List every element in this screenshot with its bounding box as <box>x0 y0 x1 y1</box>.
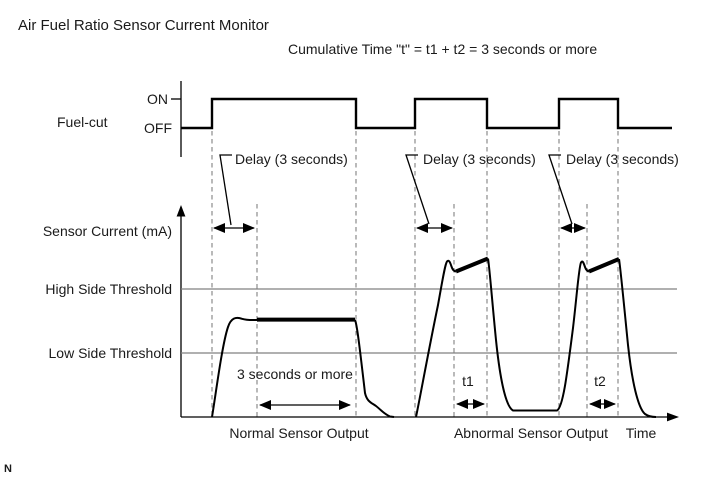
delay-leader-line <box>548 154 573 225</box>
t2-label: t2 <box>594 373 606 389</box>
fuel-cut-label: Fuel-cut <box>57 114 108 130</box>
x-axis-arrow-icon <box>667 412 679 422</box>
delay-annotation-2: Delay (3 seconds) <box>405 151 536 233</box>
y-axis-arrow-icon <box>176 205 186 217</box>
abnormal-output-caption: Abnormal Sensor Output <box>454 425 608 441</box>
cumulative-time-note: Cumulative Time "t" = t1 + t2 = 3 second… <box>288 41 597 57</box>
high-threshold-label: High Side Threshold <box>45 281 172 297</box>
x-axis-caption: Time <box>626 425 657 441</box>
fuel-cut-waveform <box>181 97 672 130</box>
abnormal-sensor-waveform <box>415 256 657 418</box>
normal-rise <box>211 316 258 418</box>
delay-leader-line <box>405 154 430 225</box>
dashed-guides <box>211 131 619 417</box>
normal-output-caption: Normal Sensor Output <box>229 425 368 441</box>
delay-leader-line <box>219 154 232 226</box>
normal-sensor-waveform <box>211 316 395 418</box>
page-marker: N <box>4 463 12 475</box>
low-threshold-label: Low Side Threshold <box>49 345 172 361</box>
abnormal-peak-heavy-1 <box>455 256 489 274</box>
delay-annotation-3: Delay (3 seconds) <box>548 151 679 233</box>
fuel-cut-on-label: ON <box>147 91 168 107</box>
abnormal-valley <box>487 258 590 412</box>
duration-label: 3 seconds or more <box>237 366 353 382</box>
fuel-cut-off-label: OFF <box>144 120 172 136</box>
abnormal-rise-1 <box>415 259 457 418</box>
abnormal-peak-heavy-2 <box>588 257 620 274</box>
delay-label: Delay (3 seconds) <box>235 151 348 167</box>
diagram-title: Air Fuel Ratio Sensor Current Monitor <box>18 17 269 34</box>
delay-annotation-1: Delay (3 seconds) <box>213 151 348 233</box>
abnormal-fall-2 <box>618 258 657 418</box>
y-axis-label: Sensor Current (mA) <box>43 223 172 239</box>
normal-fall <box>354 319 395 418</box>
delay-label: Delay (3 seconds) <box>566 151 679 167</box>
delay-label: Delay (3 seconds) <box>423 151 536 167</box>
t1-label: t1 <box>462 373 474 389</box>
